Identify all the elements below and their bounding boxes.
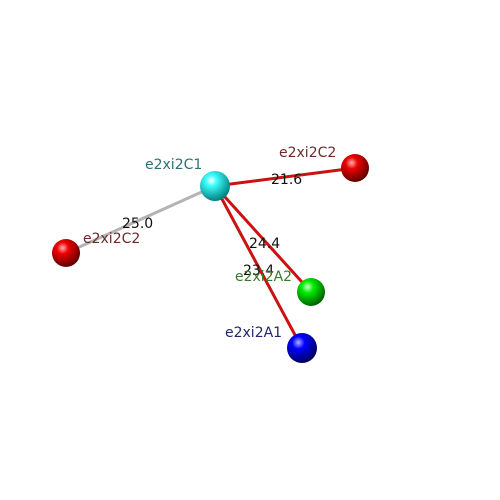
- atom-c1: [200, 171, 230, 201]
- distance-label-c1-c2-right: 21.6: [271, 172, 302, 188]
- distance-label-c1-c2-left: 25.0: [122, 216, 153, 232]
- atom-label-a1: e2xi2A1: [225, 325, 282, 341]
- atom-label-c2-left: e2xi2C2: [83, 231, 140, 247]
- edge-c1-a1: [213, 185, 304, 349]
- atom-a2: [297, 278, 325, 306]
- atom-c2-right: [341, 154, 369, 182]
- atom-a1: [287, 333, 317, 363]
- atom-label-c1: e2xi2C1: [145, 157, 202, 173]
- distance-label-c1-a2: 24.4: [249, 236, 280, 252]
- edge-c1-a2: [213, 184, 313, 294]
- atom-label-c2-right: e2xi2C2: [279, 145, 336, 161]
- edge-c1-c2-left: [65, 184, 216, 255]
- atom-label-a2: e2xi2A2: [235, 269, 292, 285]
- atom-c2-left: [52, 239, 80, 267]
- edge-c1-c2-right: [214, 166, 356, 188]
- distance-label-c1-a1: 23.4: [243, 263, 274, 279]
